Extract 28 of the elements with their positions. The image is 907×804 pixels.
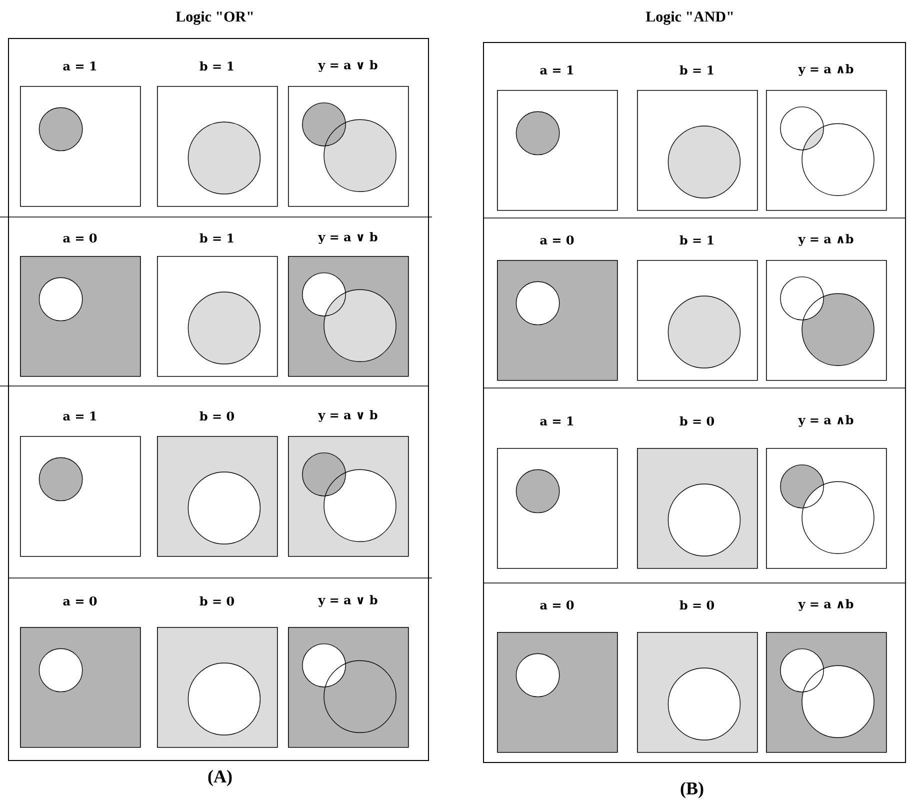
panel-label: b = 0 xyxy=(200,596,234,606)
panel-label: a = 1 xyxy=(540,65,574,75)
panel-label: y = a ∨ b xyxy=(318,60,378,72)
panel-title: Logic "AND" xyxy=(646,11,733,25)
panel-label: b = 0 xyxy=(680,600,714,610)
panel-label: a = 0 xyxy=(63,596,97,606)
panel-label: y = a ∨ b xyxy=(318,595,378,607)
panel-label: b = 0 xyxy=(200,411,234,421)
panel-label: a = 0 xyxy=(540,235,574,245)
panel-label: y = a ∧b xyxy=(798,599,854,611)
panel-label: a = 1 xyxy=(540,416,574,426)
panel-label: b = 1 xyxy=(680,235,714,245)
panel-label: b = 0 xyxy=(680,416,714,426)
panel-label: b = 1 xyxy=(200,233,234,243)
panel-label: y = a ∧b xyxy=(798,415,854,427)
panel-label: b = 1 xyxy=(680,65,714,75)
panel-caption: (A) xyxy=(208,770,232,786)
panel-label: y = a ∨ b xyxy=(318,410,378,422)
panel-label: a = 1 xyxy=(63,61,96,71)
panel-label: b = 1 xyxy=(200,61,234,71)
panel-label: y = a ∧b xyxy=(798,64,854,76)
panel-caption: (B) xyxy=(680,782,704,798)
panel-label: a = 1 xyxy=(63,411,96,421)
panel-label: y = a ∨ b xyxy=(318,232,378,244)
panel-label: a = 0 xyxy=(540,600,574,610)
panel-label: a = 0 xyxy=(63,233,97,243)
panel-label: y = a ∧b xyxy=(798,234,854,246)
panel-title: Logic "OR" xyxy=(176,11,253,25)
